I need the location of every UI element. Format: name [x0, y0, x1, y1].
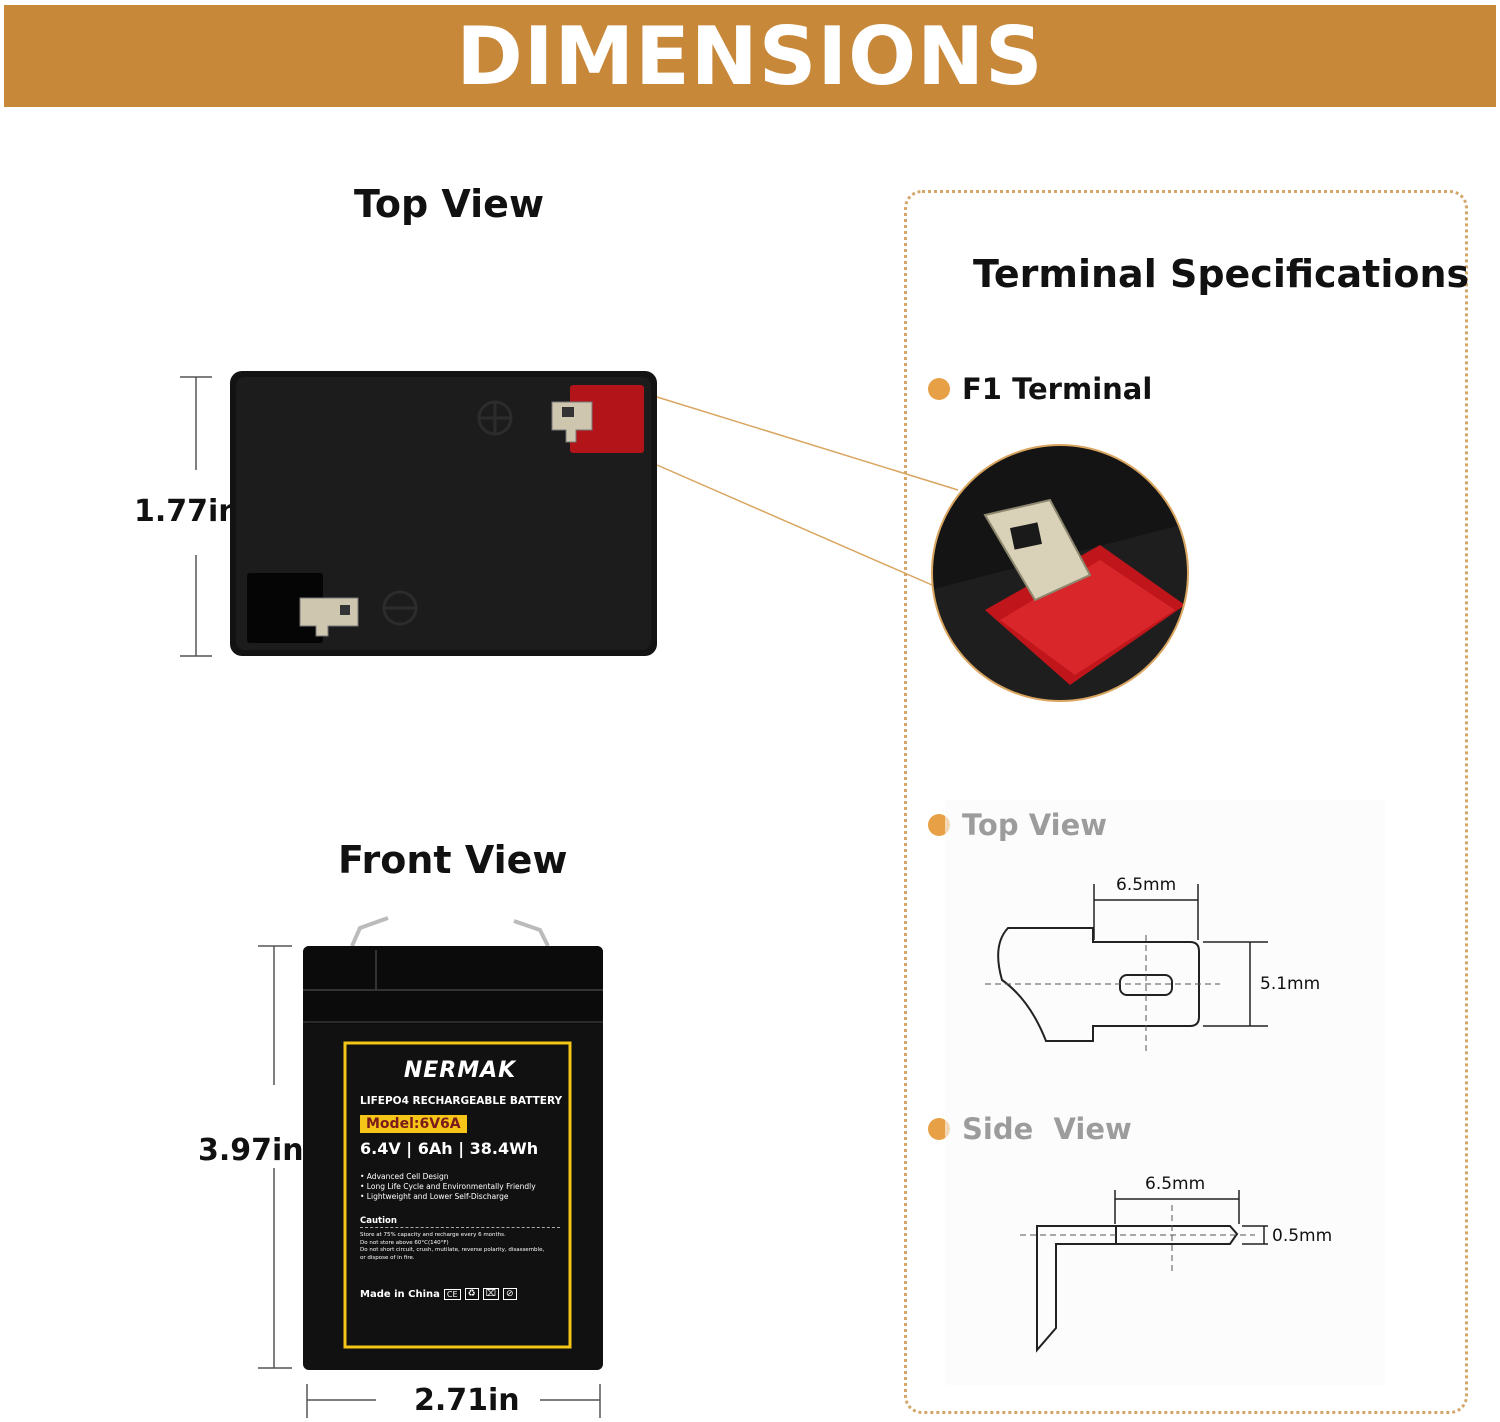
dimensions-banner: DIMENSIONS: [4, 5, 1496, 107]
origin-text: Made in China: [360, 1288, 440, 1300]
caution-line: Do not store above 60°C(140°F): [360, 1239, 449, 1246]
caution-text: Store at 75% capacity and recharge every…: [360, 1232, 560, 1262]
caution-title: Caution: [360, 1216, 560, 1228]
front-view-height-label: 3.97in: [198, 1133, 304, 1168]
terminal-spec-panel: [904, 190, 1468, 1414]
terminal-spec-title: Terminal Specifications: [973, 252, 1470, 296]
side-thickness-label: 0.5mm: [1272, 1226, 1333, 1246]
top-view-title: Top View: [354, 182, 545, 226]
ce-mark-icon: CE: [443, 1288, 461, 1300]
top-view-height-dimension: [180, 376, 212, 657]
feature-item: • Long Life Cycle and Environmentally Fr…: [360, 1182, 536, 1191]
label-footer: Made in China CE ♻ ⌧ ⊘: [360, 1288, 560, 1300]
front-view-battery: [303, 916, 603, 1370]
battery-specs: 6.4V | 6Ah | 38.4Wh: [360, 1139, 539, 1158]
bullet-dot-icon: [928, 814, 950, 836]
banner-title: DIMENSIONS: [456, 9, 1044, 103]
bullet-dot-icon: [928, 378, 950, 400]
battery-label: NERMAK LIFEPO4 RECHARGEABLE BATTERY Mode…: [360, 1058, 563, 1300]
feature-list: • Advanced Cell Design • Long Life Cycle…: [360, 1172, 560, 1202]
feature-item: • Advanced Cell Design: [360, 1172, 449, 1181]
top-view-battery: [230, 371, 657, 656]
front-view-width-dimension: [306, 1384, 601, 1418]
caution-line: or dispose of in fire.: [360, 1254, 415, 1261]
top-height-label: 5.1mm: [1260, 974, 1321, 994]
top-width-label: 6.5mm: [1116, 875, 1177, 895]
top-view-height-label: 1.77in: [134, 494, 240, 529]
battery-label-frame: [343, 1041, 572, 1349]
front-view-title: Front View: [338, 838, 568, 882]
recycle-icon: ♻: [464, 1288, 479, 1300]
battery-model: Model:6V6A: [360, 1115, 467, 1133]
caution-line: Do not short circuit, crush, mutilate, r…: [360, 1247, 545, 1253]
feature-item: • Lightweight and Lower Self-Discharge: [360, 1192, 509, 1201]
no-fire-icon: ⊘: [503, 1288, 517, 1300]
battery-subtitle: LIFEPO4 RECHARGEABLE BATTERY: [360, 1095, 563, 1107]
bullet-dot-icon: [928, 1118, 950, 1140]
f1-terminal-bullet: F1 Terminal: [928, 372, 1152, 406]
brand-logo: NERMAK: [403, 1058, 517, 1083]
f1-terminal-label: F1 Terminal: [962, 372, 1153, 406]
f1-terminal-zoom: [931, 444, 1189, 702]
front-view-height-dimension: [258, 945, 292, 1369]
caution-line: Store at 75% capacity and recharge every…: [360, 1232, 506, 1238]
weee-bin-icon: ⌧: [482, 1288, 499, 1300]
front-view-width-label: 2.71in: [414, 1383, 520, 1418]
side-width-label: 6.5mm: [1145, 1174, 1206, 1194]
